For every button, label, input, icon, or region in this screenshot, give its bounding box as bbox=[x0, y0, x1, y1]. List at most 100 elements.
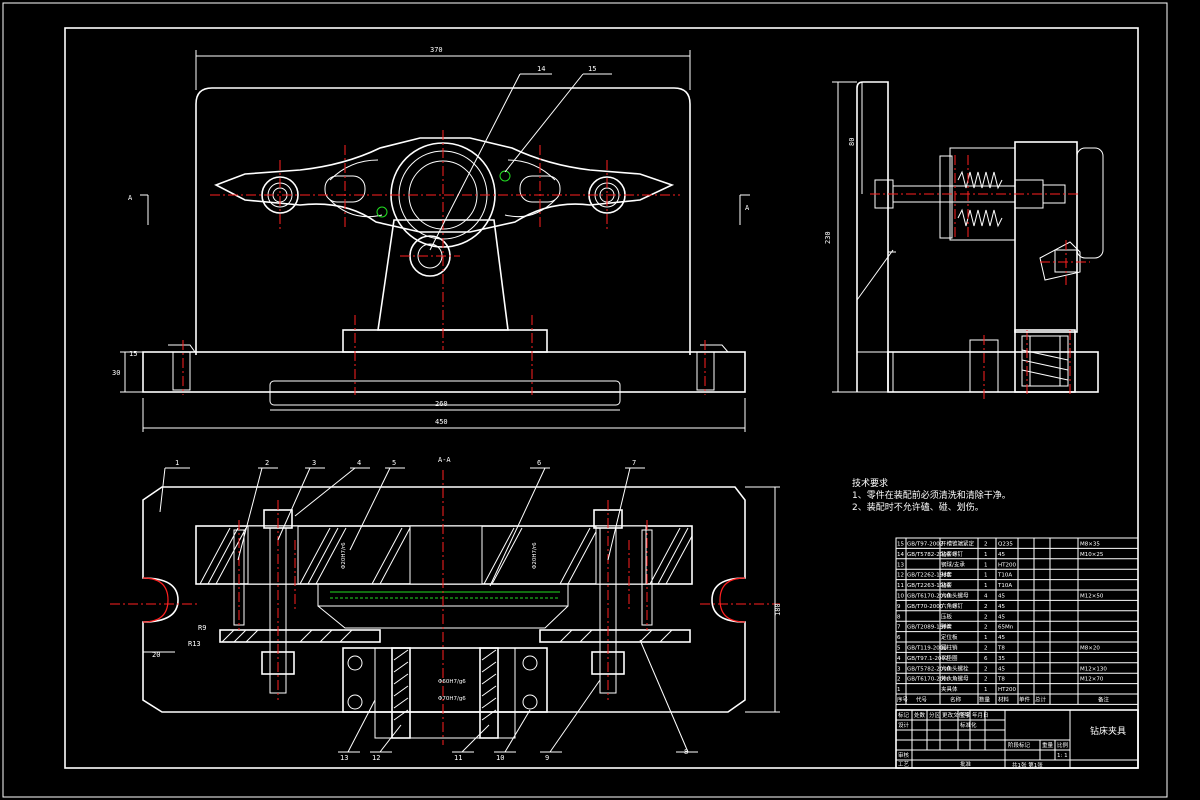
bom-cell-mat: 45 bbox=[998, 604, 1005, 610]
tech-req-line-1: 1、零件在装配前必须清洗和清除干净。 bbox=[852, 489, 1011, 501]
bom-cell-no: 4 bbox=[897, 656, 901, 662]
dim-slot-r: R9 bbox=[198, 624, 206, 632]
balloon-13: 13 bbox=[340, 754, 348, 762]
tb-ratio: 比例 bbox=[1057, 741, 1069, 749]
front-view: 370 bbox=[112, 46, 750, 432]
balloon-10: 10 bbox=[496, 754, 504, 762]
bom-cell-mat: 45 bbox=[998, 552, 1005, 558]
bom-cell-code: GB/T2263-1980 bbox=[907, 583, 951, 589]
bom-cell-code: GB/T6170-2000 bbox=[907, 677, 951, 683]
bom-cell-name: 开槽锥端紧定 bbox=[941, 540, 975, 548]
bom-cell-no: 12 bbox=[897, 573, 904, 579]
bom-cell-mat: 65Mn bbox=[998, 625, 1014, 631]
dim-bore3: Φ60H7/g6 bbox=[438, 679, 466, 685]
bom-cell-no: 9 bbox=[897, 604, 901, 610]
bom-cell-name: 平垫圈 bbox=[941, 654, 958, 662]
bom-cell-code: GB/T97.1-2002 bbox=[907, 656, 948, 662]
bom-header-code: 代号 bbox=[916, 696, 928, 704]
bom-cell-code: GB/T97-2002 bbox=[907, 542, 943, 548]
bom-cell-no: 3 bbox=[897, 666, 901, 672]
dim-side-height: 230 bbox=[824, 231, 832, 244]
bom-cell-note: M12×70 bbox=[1080, 677, 1104, 683]
bom-cell-code: GB/T119-2000 bbox=[907, 646, 947, 652]
tb-change-doc: 更改文件号 bbox=[942, 711, 970, 719]
bom-cell-name: 钻套螺钉 bbox=[941, 550, 964, 558]
title-block: 标记 处数 分区 更改文件号 签名 年月日 设计 标准化 阶段标记 重量 比例 … bbox=[895, 709, 1139, 769]
bom-cell-code: GB/T5782-2000 bbox=[907, 552, 951, 558]
bom-cell-no: 11 bbox=[897, 583, 904, 589]
balloon-5: 5 bbox=[392, 459, 396, 467]
bom-cell-qty: 1 bbox=[984, 573, 988, 579]
bom-cell-no: 8 bbox=[897, 614, 901, 620]
technical-requirements: 技术要求 1、零件在装配前必须清洗和清除干净。 2、装配时不允许磕、碰、划伤。 bbox=[852, 477, 1011, 513]
bom-cell-mat: T10A bbox=[997, 583, 1012, 589]
bom-cell-code: GB/T70-2000 bbox=[907, 604, 944, 610]
spring bbox=[957, 170, 1003, 228]
bom-header-mat: 材料 bbox=[998, 696, 1010, 704]
bom-cell-note: M8×35 bbox=[1080, 542, 1100, 548]
bom-cell-note: M8×20 bbox=[1080, 646, 1100, 652]
dim-plan-height: 180 bbox=[774, 603, 782, 616]
tb-design: 设计 bbox=[898, 721, 910, 729]
bom-cell-mat: 45 bbox=[998, 594, 1005, 600]
dim-side-top: 80 bbox=[848, 138, 856, 146]
dim-base-total: 450 bbox=[435, 418, 448, 426]
dim-bore4: Φ70H7/g6 bbox=[438, 696, 466, 702]
dim-bore2: Φ20H7/r6 bbox=[532, 542, 538, 569]
bom-cell-no: 5 bbox=[897, 646, 901, 652]
bom-cell-code: GB/T2089-1994 bbox=[907, 625, 951, 631]
balloon-9: 9 bbox=[545, 754, 549, 762]
bom-cell-name: 六角螺钉 bbox=[941, 602, 964, 610]
bom-cell-qty: 2 bbox=[984, 625, 988, 631]
side-view: 230 80 bbox=[824, 81, 1104, 400]
bom-cell-no: 15 bbox=[897, 542, 904, 548]
tb-zone: 分区 bbox=[929, 711, 941, 719]
bom-cell-name: 六角头螺母 bbox=[941, 592, 969, 600]
dim-slot-w: 20 bbox=[152, 651, 160, 659]
balloon-8: 8 bbox=[684, 748, 688, 756]
bom-header-note: 备注 bbox=[1098, 696, 1110, 704]
bom-cell-name: 夹具体 bbox=[941, 685, 958, 693]
tb-count: 处数 bbox=[914, 711, 926, 719]
bom-header-total: 总计 bbox=[1035, 696, 1047, 704]
bom-cell-qty: 4 bbox=[984, 594, 988, 600]
tech-req-title: 技术要求 bbox=[852, 477, 888, 489]
bom-cell-qty: 2 bbox=[984, 614, 988, 620]
dim-top-width: 370 bbox=[430, 46, 443, 54]
hatch-upper bbox=[199, 527, 693, 585]
bom-cell-mat: Q235 bbox=[998, 542, 1013, 548]
bom-cell-name: 钻套 bbox=[941, 581, 953, 589]
balloon-1: 1 bbox=[175, 459, 179, 467]
tech-req-line-2: 2、装配时不允许磕、碰、划伤。 bbox=[852, 501, 984, 513]
dim-base-inner: 260 bbox=[435, 400, 448, 408]
bom-cell-code: GB/T5782-2000 bbox=[907, 666, 951, 672]
bom-header-name: 名称 bbox=[950, 696, 962, 704]
bom-cell-no: 1 bbox=[897, 687, 901, 693]
bom-header-qty: 数量 bbox=[979, 696, 991, 704]
bom-cell-note: M12×50 bbox=[1080, 594, 1104, 600]
view-mark-left: A bbox=[128, 194, 133, 202]
bom-cell-qty: 6 bbox=[984, 656, 988, 662]
sheet-inner-border bbox=[64, 27, 1139, 769]
bom-cell-note: M12×130 bbox=[1080, 666, 1107, 672]
bom-cell-name: 外六角螺母 bbox=[941, 675, 969, 683]
bom-cell-name: 弹簧 bbox=[941, 623, 953, 631]
balloon-14: 14 bbox=[537, 65, 545, 73]
bom-cell-code: GB/T2262-1980 bbox=[907, 573, 951, 579]
tb-review: 审核 bbox=[898, 751, 910, 759]
view-mark-right: A bbox=[745, 204, 750, 212]
balloon-15: 15 bbox=[588, 65, 596, 73]
dim-base-height: 30 bbox=[112, 369, 120, 377]
section-view: A-A bbox=[110, 456, 782, 762]
bom-cell-mat: T10A bbox=[997, 573, 1012, 579]
bom-cell-name: 六角头螺栓 bbox=[941, 664, 969, 672]
tb-stage: 阶段标记 bbox=[1008, 741, 1031, 749]
bom-cell-qty: 2 bbox=[984, 677, 988, 683]
bom-cell-code: GB/T6170-2000 bbox=[907, 594, 951, 600]
tb-mark: 标记 bbox=[898, 711, 910, 719]
balloon-3: 3 bbox=[312, 459, 316, 467]
bom-cell-qty: 2 bbox=[984, 604, 988, 610]
balloon-4: 4 bbox=[357, 459, 361, 467]
